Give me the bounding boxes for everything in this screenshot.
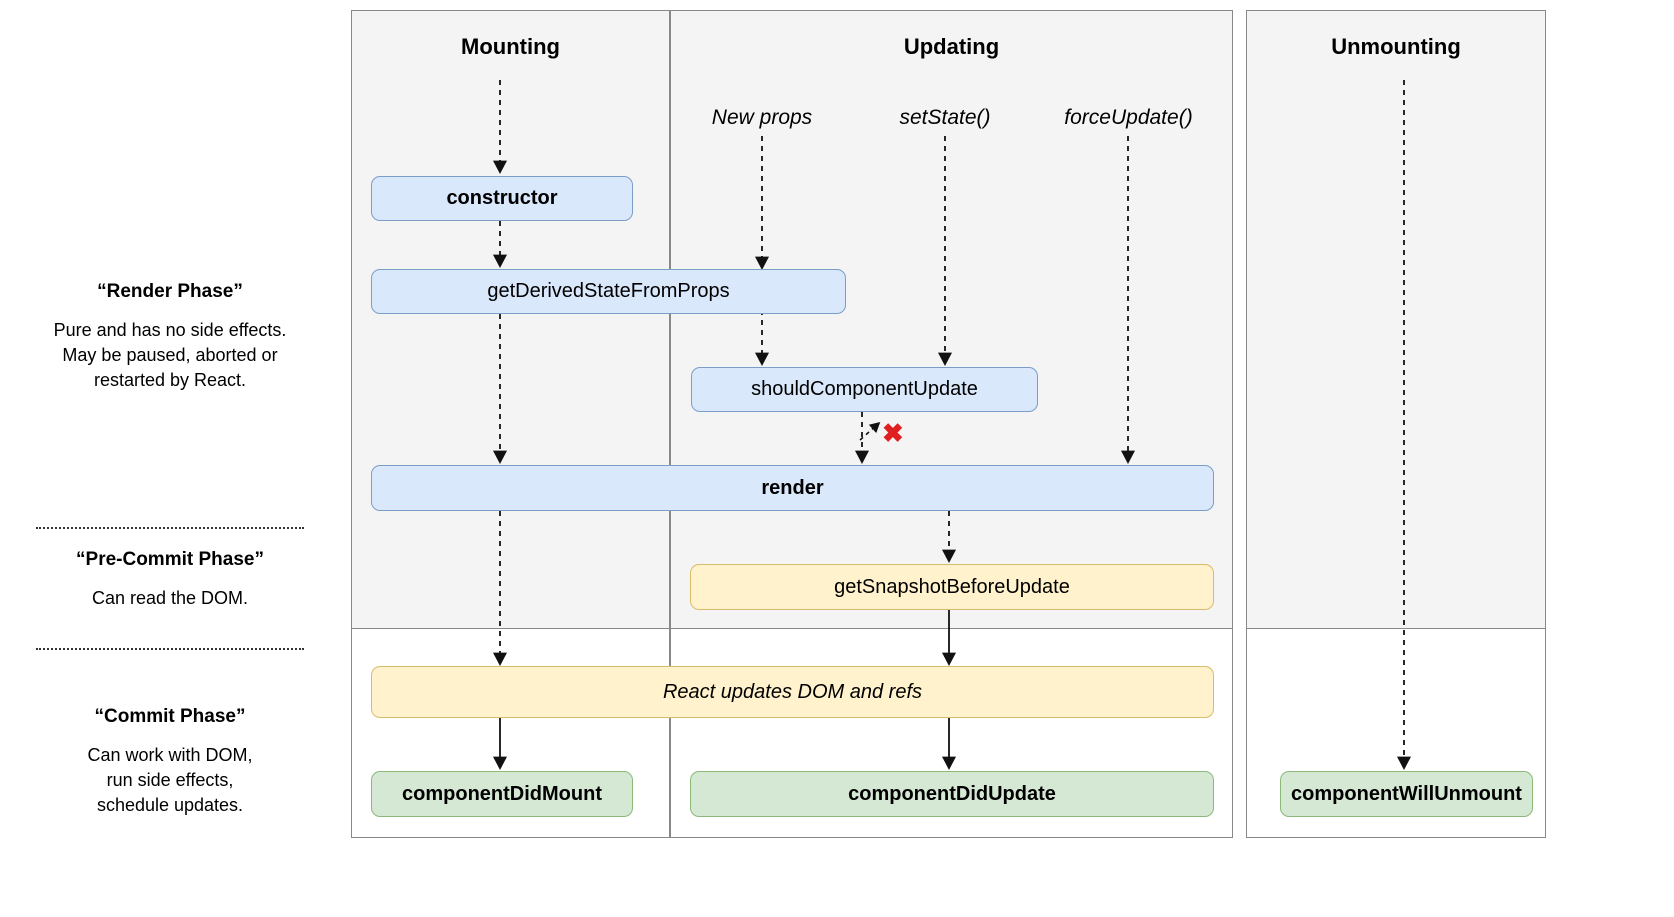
legend-render-phase-body: Pure and has no side effects. May be pau… bbox=[53, 320, 287, 390]
legend-render-phase-title: “Render Phase” bbox=[97, 281, 243, 302]
column-mounting-title: Mounting bbox=[461, 34, 560, 59]
legend-render-phase: “Render Phase” Pure and has no side effe… bbox=[0, 280, 340, 393]
skip-render-x-icon: ✖ bbox=[882, 418, 904, 448]
legend-divider-bottom bbox=[36, 648, 304, 650]
node-component-did-mount[interactable]: componentDidMount bbox=[371, 771, 633, 817]
node-constructor[interactable]: constructor bbox=[371, 176, 633, 221]
trigger-set-state: setState() bbox=[899, 106, 991, 129]
node-component-will-unmount[interactable]: componentWillUnmount bbox=[1280, 771, 1533, 817]
legend-commit-phase: “Commit Phase” Can work with DOM, run si… bbox=[0, 705, 340, 818]
column-unmounting-title: Unmounting bbox=[1331, 34, 1461, 59]
node-get-derived-state-from-props[interactable]: getDerivedStateFromProps bbox=[371, 269, 846, 314]
legend-commit-phase-title: “Commit Phase” bbox=[94, 706, 246, 727]
node-component-did-update[interactable]: componentDidUpdate bbox=[690, 771, 1214, 817]
legend-pre-commit-phase-body: Can read the DOM. bbox=[91, 588, 249, 608]
node-should-component-update[interactable]: shouldComponentUpdate bbox=[691, 367, 1038, 412]
column-unmounting: Unmounting bbox=[1246, 10, 1546, 838]
trigger-force-update: forceUpdate() bbox=[1064, 106, 1193, 129]
legend-pre-commit-phase: “Pre-Commit Phase” Can read the DOM. bbox=[0, 548, 340, 611]
legend-commit-phase-body: Can work with DOM, run side effects, sch… bbox=[87, 745, 253, 815]
trigger-new-props: New props bbox=[711, 106, 813, 129]
node-render[interactable]: render bbox=[371, 465, 1214, 511]
mounting-render-phase-band bbox=[352, 11, 669, 629]
updating-render-phase-band bbox=[671, 11, 1232, 629]
legend-divider-top bbox=[36, 527, 304, 529]
unmounting-render-phase-band bbox=[1247, 11, 1545, 629]
legend-pre-commit-phase-title: “Pre-Commit Phase” bbox=[76, 549, 264, 570]
node-get-snapshot-before-update[interactable]: getSnapshotBeforeUpdate bbox=[690, 564, 1214, 610]
node-react-updates-dom-and-refs[interactable]: React updates DOM and refs bbox=[371, 666, 1214, 718]
column-updating-title: Updating bbox=[903, 34, 1000, 59]
